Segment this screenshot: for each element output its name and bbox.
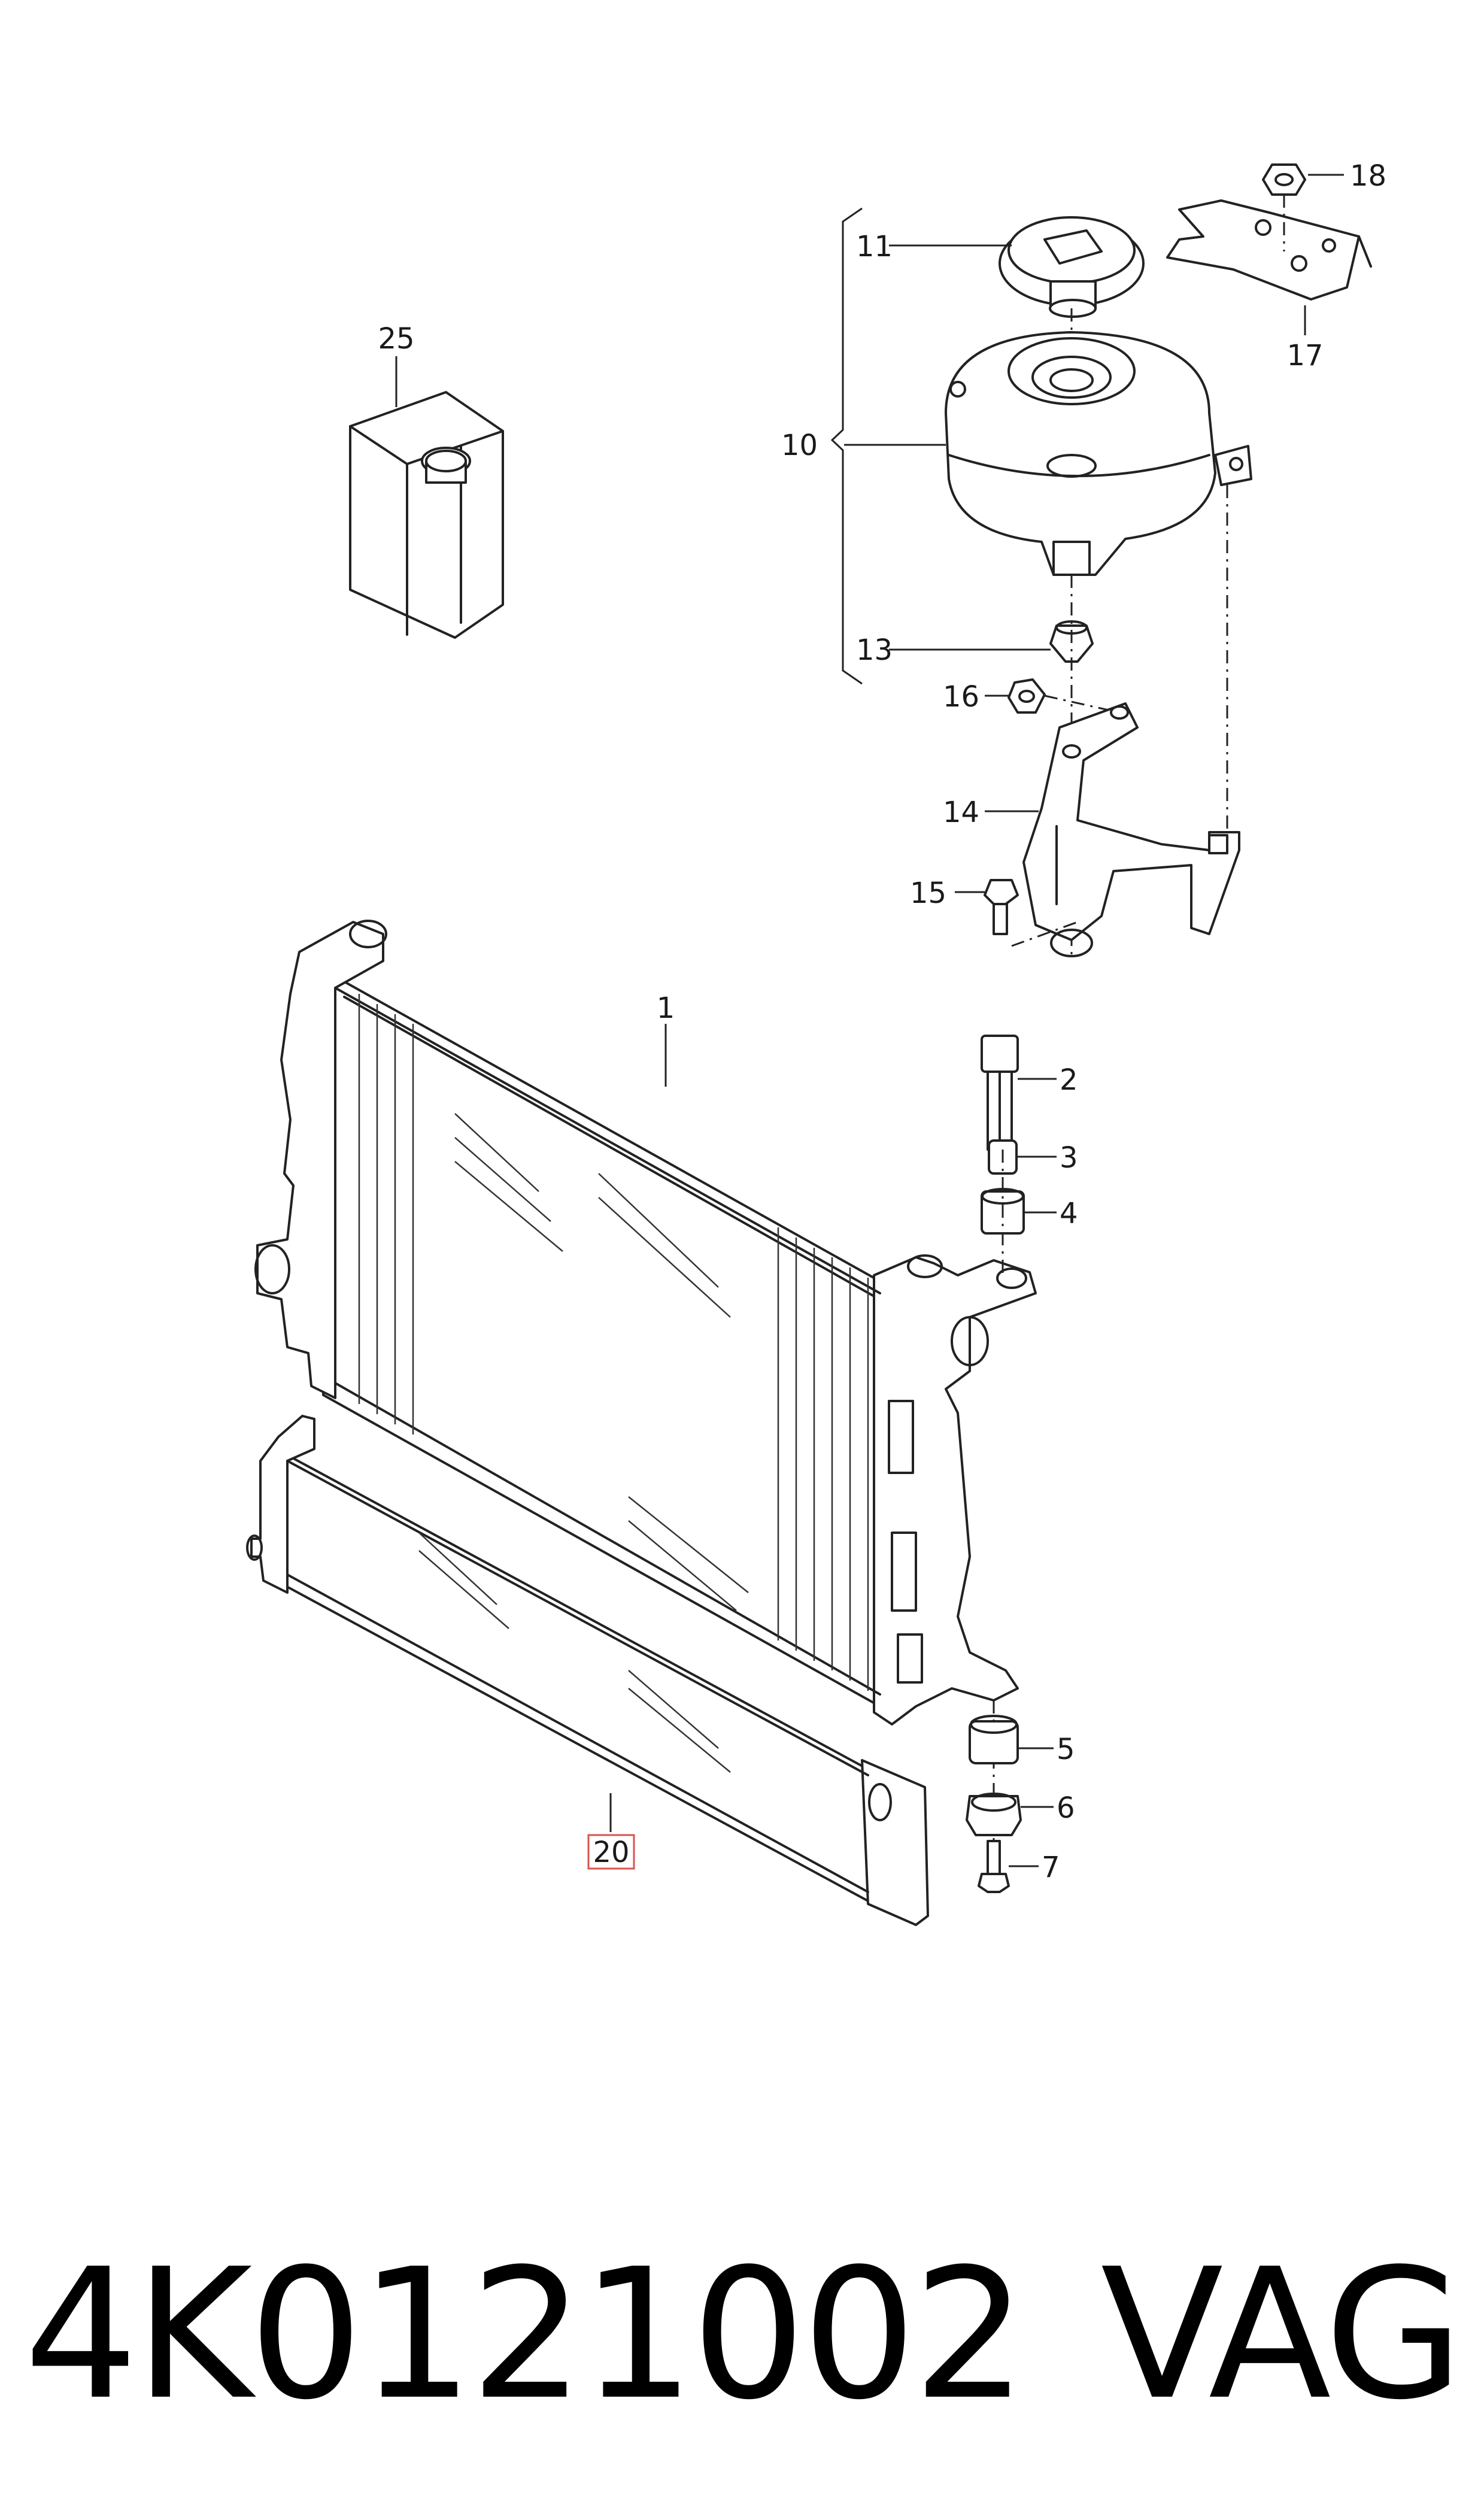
callout-18: 18 — [1350, 159, 1386, 193]
expansion-tank-part — [945, 331, 1252, 576]
highlight-box-20 — [587, 1834, 635, 1870]
bolt-7-part — [978, 1840, 1010, 1893]
nut-16-part — [1007, 678, 1046, 714]
callout-25: 25 — [378, 322, 414, 356]
callout-16: 16 — [943, 680, 979, 714]
callout-4: 4 — [1060, 1197, 1078, 1230]
callout-20: 20 — [593, 1836, 629, 1869]
callout-3: 3 — [1060, 1141, 1078, 1175]
coolant-canister-part — [349, 391, 504, 639]
tank-cap-part — [999, 216, 1145, 318]
brand-name: VAG — [1100, 2230, 1464, 2439]
callout-2: 2 — [1060, 1063, 1078, 1097]
mount-pin-2-part — [981, 1035, 1019, 1151]
callout-1: 1 — [657, 991, 675, 1025]
callout-11: 11 — [856, 230, 893, 263]
mount-5-part — [969, 1715, 1019, 1764]
radiator-core-fins — [358, 994, 869, 1691]
grommet-part — [1049, 620, 1094, 663]
bracket-17-part — [1166, 199, 1372, 301]
nut-18-part — [1262, 163, 1306, 196]
group-brace — [830, 207, 863, 685]
callout-6: 6 — [1057, 1791, 1075, 1825]
auxiliary-radiator-part — [246, 1415, 929, 1926]
callout-10: 10 — [781, 429, 818, 462]
callout-15: 15 — [910, 877, 946, 910]
assembly-line — [1011, 921, 1078, 947]
callout-13: 13 — [856, 633, 893, 667]
callout-5: 5 — [1057, 1733, 1075, 1766]
callout-7: 7 — [1042, 1851, 1060, 1884]
main-radiator-part — [254, 920, 1037, 1726]
bracket-14-part — [1022, 702, 1240, 957]
callout-14: 14 — [943, 796, 979, 829]
bolt-15-part — [984, 879, 1019, 935]
part-number: 4K0121002 — [24, 2230, 1027, 2439]
mount-6-part — [966, 1793, 1022, 1836]
footer: 4K0121002 VAG — [0, 2215, 1484, 2455]
callout-17: 17 — [1286, 339, 1323, 372]
